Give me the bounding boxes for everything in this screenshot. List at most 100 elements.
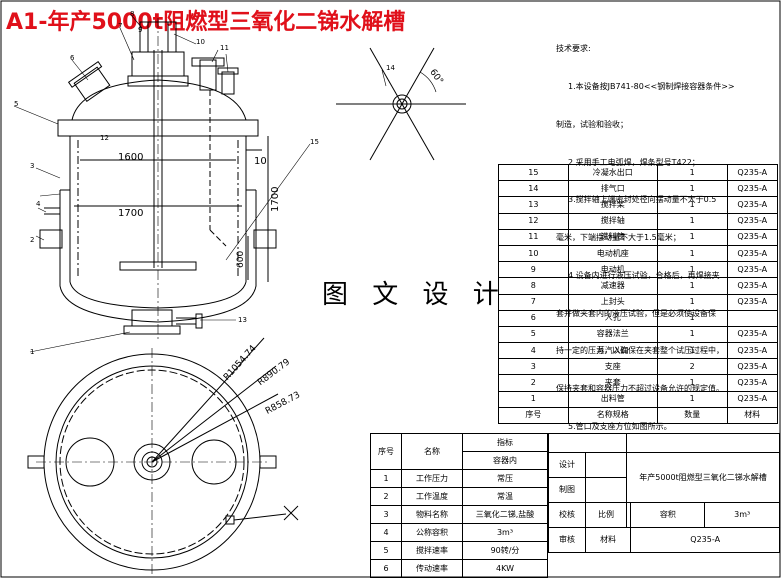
parts-cell: 减速器 [567,277,658,295]
parts-cell: 5 [498,325,569,344]
parts-header-cell: 序号 [498,406,569,425]
callout-9: 9 [138,26,143,34]
parts-header-cell: 名称规格 [567,406,658,425]
dim-1700: 1700 [118,208,144,219]
tb-drawing-name: 年产5000t阻燃型三氧化二锑水解槽 [626,452,780,503]
parts-cell: 11 [498,228,569,246]
callout-10: 10 [196,38,205,46]
tb-material-label: 材料 [584,527,632,553]
tb-check: 校核 [548,502,586,528]
tb-scale-label: 比例 [585,502,627,528]
parts-header-cell: 材料 [726,406,779,425]
dim-height-1700: 1700 [270,186,281,212]
parts-cell: Q235-A [726,374,779,392]
parts-cell: 1 [656,196,728,214]
tb-drawn: 制图 [548,477,586,503]
parts-cell: 冷凝水出口 [567,163,658,182]
parts-cell: Q235-A [726,244,779,263]
spec-header-no: 序号 [370,433,402,470]
parts-header-row: 序号名称规格数量材料 [498,406,779,425]
parts-cell: 排气口 [567,180,658,198]
note-line: 制造，试验和验收； [556,119,628,129]
spec-cell: 常温 [462,487,548,506]
callout-12: 12 [100,134,109,142]
spec-cell: 公称容积 [401,523,463,542]
parts-cell: 8 [498,277,569,295]
parts-cell: Q235-A [726,293,779,311]
parts-cell: 6 [498,309,569,327]
spec-cell: 3 [370,505,402,524]
spec-cell: 90转/分 [462,541,548,560]
callout-14: 14 [386,64,395,72]
parts-cell: 夹套 [567,374,658,392]
parts-cell: 1 [656,228,728,246]
spec-cell: 5 [370,541,402,560]
parts-cell: 7 [498,293,569,311]
spec-cell: 三氧化二锑,盐酸 [462,505,548,524]
parts-cell: Q235-A [726,390,779,408]
dim-1600: 1600 [118,152,144,163]
parts-cell: 容器法兰 [567,325,658,344]
parts-cell: 4 [498,342,569,360]
parts-cell: 1 [656,163,728,182]
parts-header-cell: 数量 [656,406,728,425]
parts-cell: Q235-A [726,163,779,182]
parts-cell [726,309,779,327]
parts-cell: 1 [656,374,728,392]
parts-cell: 1 [498,390,569,408]
parts-cell: 9 [498,261,569,279]
spec-cell: 1 [370,469,402,488]
callout-7: 7 [118,22,123,30]
tb-volume-value: 3m³ [704,502,780,528]
vessel-elevation [13,15,311,353]
parts-cell: Q235-A [726,180,779,198]
parts-cell: 1 [656,390,728,408]
notes-heading: 技术要求: [556,44,591,54]
dim-10: 10 [254,156,267,167]
spec-cell: 搅拌速率 [401,541,463,560]
agitator-blade-view [336,47,466,161]
spec-cell: 4KW [462,559,548,578]
parts-cell: 电动机 [567,261,658,279]
tb-design: 设计 [548,452,586,478]
watermark-text: 图 文 设 计 [322,280,507,310]
parts-cell: Q235-A [726,325,779,344]
parts-cell: 搅拌轴 [567,212,658,230]
parts-cell: 上封头 [567,293,658,311]
spec-header-index: 指标 [462,433,548,452]
spec-cell: 3m³ [462,523,548,542]
parts-cell: 10 [498,244,569,263]
parts-cell: 蒸汽入口 [567,342,658,360]
callout-13: 13 [238,316,247,324]
parts-cell: 15 [498,163,569,182]
parts-cell: Q235-A [726,212,779,230]
spec-header-name: 名称 [401,433,463,470]
spec-cell: 工作压力 [401,469,463,488]
parts-cell: 人孔 [567,309,658,327]
parts-cell: 1 [656,261,728,279]
callout-4: 4 [36,200,41,208]
parts-cell: 出料管 [567,390,658,408]
parts-cell: 2 [498,374,569,392]
parts-cell: Q235-A [726,277,779,295]
parts-cell: Q235-A [726,261,779,279]
tb-volume-label: 容积 [630,502,706,528]
parts-cell: Q235-A [726,196,779,214]
parts-cell: 1 [656,212,728,230]
tb-material-value: Q235-A [630,527,780,553]
